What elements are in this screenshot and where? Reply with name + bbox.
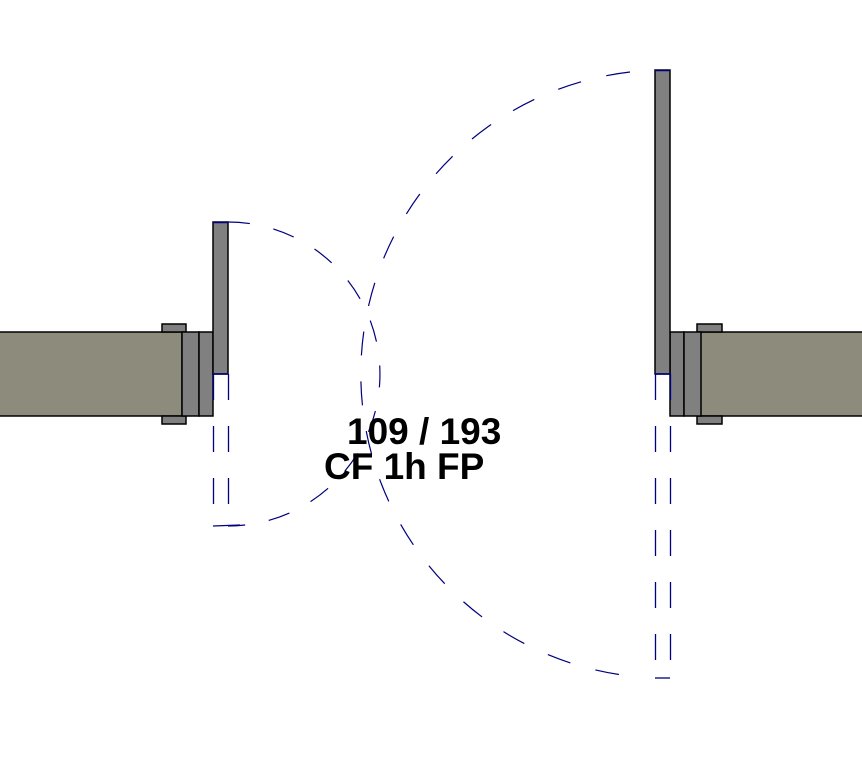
wall-segment-left[interactable] xyxy=(0,323,214,425)
door-leaf-right-closed-outline xyxy=(654,374,672,679)
wall-segment-right[interactable] xyxy=(669,323,862,425)
door-leaf-right[interactable] xyxy=(654,69,671,375)
door-leaf-left[interactable] xyxy=(212,221,229,375)
door-tag-rating: CF 1h FP xyxy=(324,446,485,487)
door-tag-number: 109 / 193 xyxy=(347,411,502,452)
swing-arc-right xyxy=(360,71,631,677)
swing-arc-left xyxy=(227,221,381,527)
door-leaf-left-closed-outline xyxy=(212,374,241,527)
